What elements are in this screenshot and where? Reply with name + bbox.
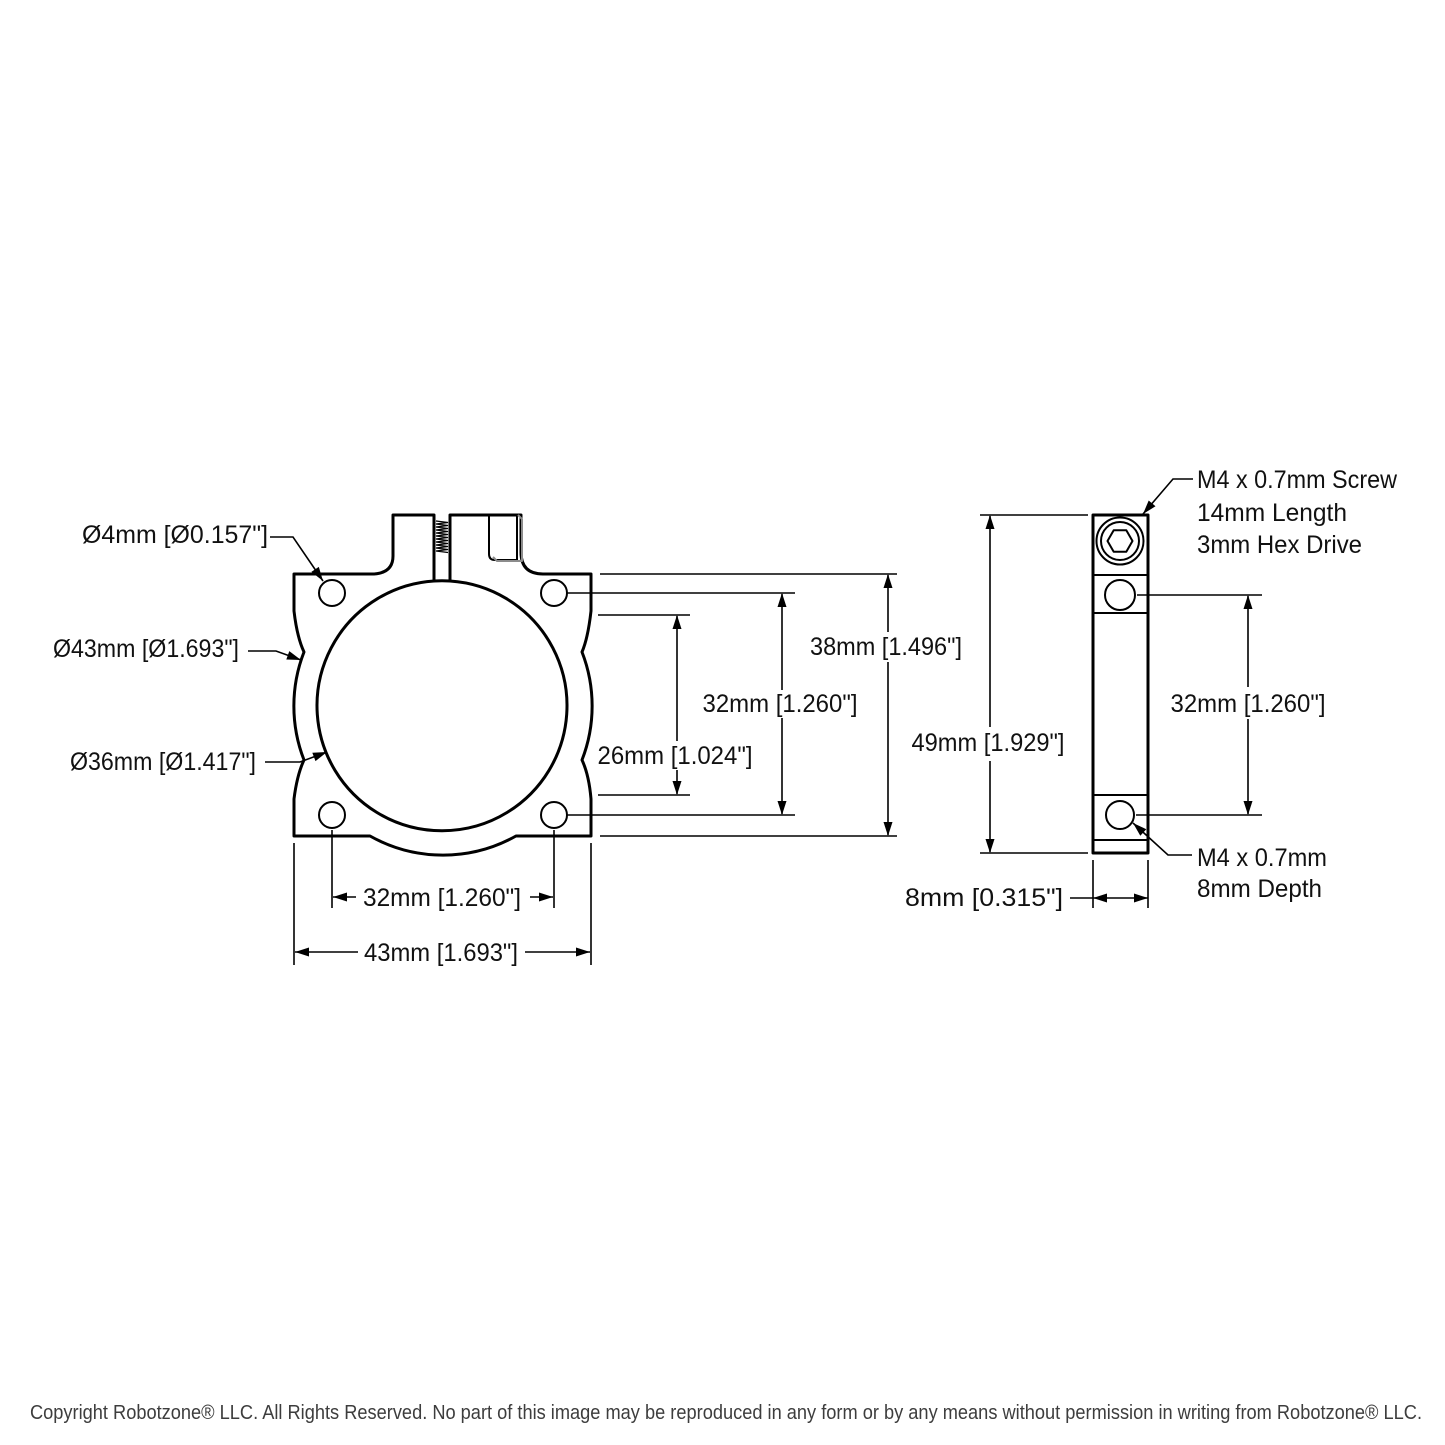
- front-vertical-dimensions: 26mm [1.024"] 32mm [1.260"] 38mm [1.496"…: [567, 573, 962, 837]
- callout-corner-hole-dia: Ø4mm [Ø0.157"]: [82, 521, 268, 549]
- leader-screw: [1142, 478, 1193, 515]
- dim-body-width: 43mm [1.693"]: [364, 939, 518, 967]
- hex-socket-icon: [1106, 529, 1134, 553]
- side-view: [1091, 513, 1150, 855]
- counterbore-bevel: [492, 514, 523, 562]
- callout-outer-dia: Ø43mm [Ø1.693"]: [53, 635, 239, 663]
- dim-side-hole-spacing: 32mm [1.260"]: [1171, 690, 1326, 718]
- bore-circle: [315, 579, 569, 833]
- dim-thickness: 8mm [0.315"]: [905, 884, 1063, 912]
- dim-notch-height: 26mm [1.024"]: [598, 742, 753, 770]
- screw-head-outer: [1095, 516, 1145, 566]
- copyright-notice: Copyright Robotzone® LLC. All Rights Res…: [30, 1402, 1422, 1424]
- callout-tap-line2: 8mm Depth: [1197, 875, 1322, 903]
- clamp-thread-hatch: [435, 520, 449, 554]
- dim-hole-spacing-vertical: 32mm [1.260"]: [703, 690, 858, 718]
- corner-hole-top-right: [540, 579, 568, 607]
- side-outline: [1091, 513, 1150, 855]
- dim-overall-height: 49mm [1.929"]: [912, 729, 1065, 757]
- callout-tap-line1: M4 x 0.7mm: [1197, 844, 1327, 872]
- callout-screw-line2: 14mm Length: [1197, 499, 1347, 527]
- front-outline: [292, 513, 594, 857]
- leader-corner-hole: [270, 536, 324, 582]
- callout-bore-dia: Ø36mm [Ø1.417"]: [70, 748, 256, 776]
- front-horizontal-dimensions: 32mm [1.260"] 43mm [1.693"]: [293, 830, 592, 967]
- screw-head-inner: [1100, 521, 1140, 561]
- side-hole-lower: [1105, 800, 1135, 830]
- corner-hole-top-left: [318, 579, 346, 607]
- corner-hole-bottom-right: [540, 801, 568, 829]
- side-hole-upper: [1104, 579, 1136, 611]
- counterbore-slot: [488, 515, 518, 561]
- dim-body-height: 38mm [1.496"]: [810, 633, 962, 661]
- front-callouts: Ø4mm [Ø0.157"] Ø43mm [Ø1.693"] Ø36mm [Ø1…: [53, 521, 328, 776]
- leader-tap: [1132, 822, 1192, 856]
- front-view: [292, 513, 594, 857]
- side-callouts: M4 x 0.7mm Screw 14mm Length 3mm Hex Dri…: [1132, 466, 1398, 903]
- callout-screw-line3: 3mm Hex Drive: [1197, 531, 1362, 559]
- dim-hole-spacing-horizontal: 32mm [1.260"]: [363, 884, 521, 912]
- callout-screw-line1: M4 x 0.7mm Screw: [1197, 466, 1398, 494]
- corner-hole-bottom-left: [318, 801, 346, 829]
- side-view-dimensions: 49mm [1.929"] 32mm [1.260"] 8mm [0.315"]: [905, 514, 1326, 912]
